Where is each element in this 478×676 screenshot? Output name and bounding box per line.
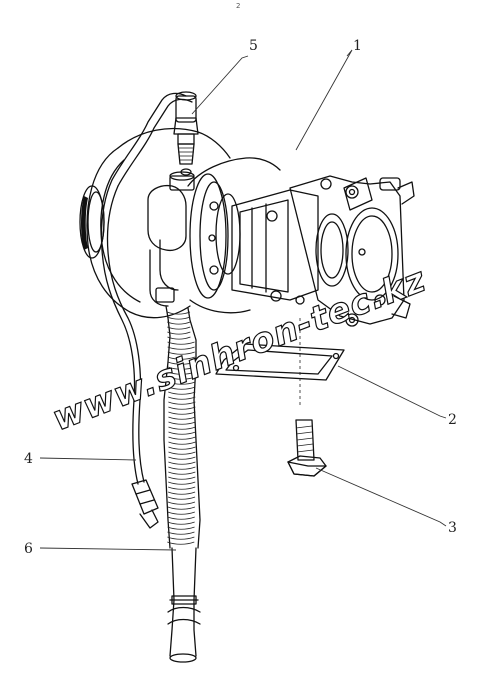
leader-line-2 — [337, 365, 447, 419]
leader-line-3 — [315, 467, 447, 527]
hose-rib — [167, 331, 191, 335]
hose-rib — [168, 456, 196, 460]
hose-rib — [168, 426, 196, 430]
hose-rib — [166, 316, 191, 320]
oil-drain-hose — [163, 305, 201, 663]
hose-rib — [167, 491, 196, 495]
hose-rib — [167, 341, 195, 345]
callout-1: 1 — [353, 38, 362, 54]
hose-rib — [167, 351, 195, 355]
hose-rib — [167, 376, 196, 380]
turbocharger-assembly — [79, 127, 415, 327]
leader-line-4 — [39, 457, 137, 461]
hose-rib — [167, 496, 196, 500]
hose-rib — [168, 431, 196, 435]
bolt — [287, 419, 327, 477]
hose-rib — [168, 416, 196, 420]
hose-corrugations — [166, 311, 196, 545]
hose-rib — [167, 521, 195, 525]
hose-rib — [167, 336, 191, 340]
hose-rib — [168, 441, 196, 445]
callouts: 1 5 2 3 4 6 — [24, 38, 457, 557]
hose-rib — [168, 381, 196, 385]
hose-rib — [168, 461, 196, 465]
hose-rib — [167, 356, 195, 360]
callout-3: 3 — [448, 520, 457, 536]
leader-line-6 — [39, 547, 177, 551]
hose-rib — [167, 536, 195, 540]
hose-rib — [168, 481, 196, 485]
callout-6: 6 — [24, 541, 33, 557]
hose-rib — [167, 531, 195, 535]
hose-rib — [168, 386, 196, 390]
hose-rib — [168, 401, 196, 405]
oil-inlet-fitting — [173, 117, 199, 176]
leader-line-1 — [295, 49, 353, 151]
hose-rib — [168, 406, 196, 410]
hose-rib — [168, 391, 196, 395]
watermark: www.sinhron-tec.kz — [47, 259, 433, 440]
hose-rib — [167, 516, 195, 520]
hose-rib — [168, 446, 196, 450]
hose-rib — [168, 421, 196, 425]
hose-rib — [167, 501, 196, 505]
hose-rib — [167, 346, 195, 350]
hose-rib — [166, 311, 191, 315]
page-mark: 2 — [236, 2, 240, 10]
leader-line-5 — [191, 55, 249, 115]
hose-rib — [167, 326, 191, 330]
hose-rib — [168, 451, 196, 455]
gasket — [215, 318, 345, 408]
hose-rib — [167, 321, 191, 325]
hose-rib — [167, 511, 195, 515]
hose-rib — [167, 361, 196, 365]
callout-4: 4 — [24, 451, 33, 467]
hose-rib — [167, 541, 195, 545]
hose-rib — [168, 436, 196, 440]
hose-rib — [168, 476, 196, 480]
hose-rib — [168, 466, 196, 470]
callout-5: 5 — [249, 38, 258, 54]
hose-rib — [167, 526, 195, 530]
hose-rib — [167, 366, 196, 370]
watermark-text: www.sinhron-tec.kz — [47, 260, 431, 439]
hose-rib — [168, 411, 196, 415]
hose-rib — [168, 396, 196, 400]
hose-rib — [168, 471, 196, 475]
hose-rib — [167, 506, 196, 510]
callout-2: 2 — [448, 412, 457, 428]
oil-feed-pipe — [100, 91, 197, 529]
hose-rib — [167, 371, 196, 375]
hose-rib — [168, 486, 196, 490]
